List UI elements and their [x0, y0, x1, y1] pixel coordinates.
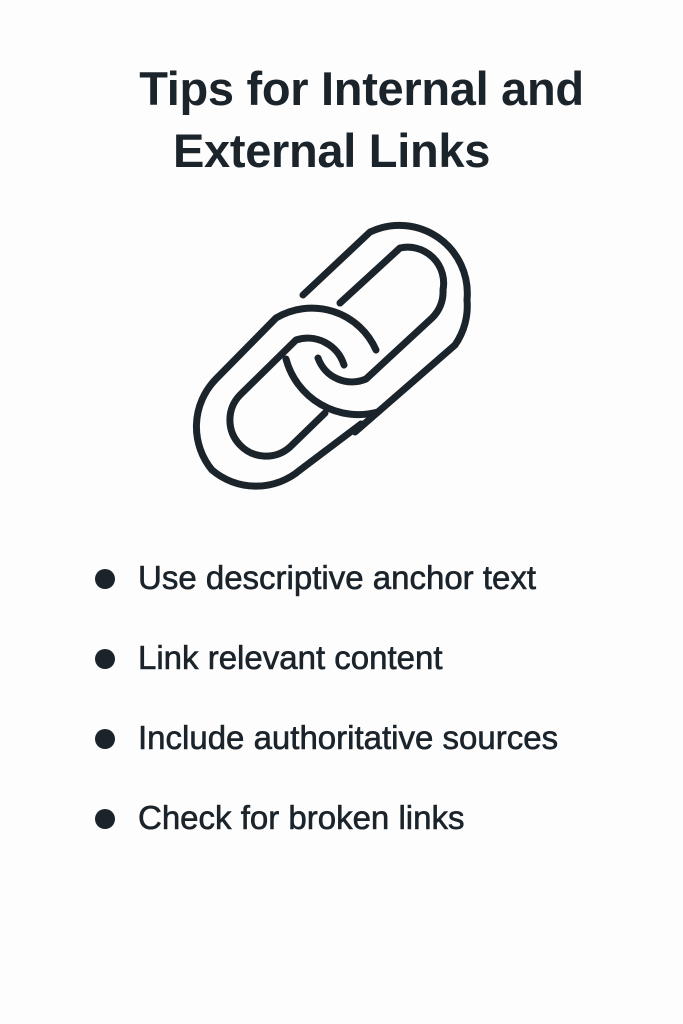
tip-text: Include authoritative sources — [138, 719, 559, 757]
link-upper-outer — [299, 221, 471, 436]
tip-text: Use descriptive anchor text — [138, 559, 537, 597]
tip-text: Link relevant content — [138, 639, 443, 677]
title-line-2: External Links — [172, 124, 491, 177]
chain-link-icon — [190, 220, 480, 500]
title-line-1: Tips for Internal and — [139, 62, 584, 115]
link-interlock-arc — [282, 355, 382, 419]
list-item: Check for broken links — [95, 796, 558, 876]
tip-text: Check for broken links — [138, 799, 465, 837]
page-title: Tips for Internal and External Links — [0, 58, 683, 182]
list-item: Use descriptive anchor text — [95, 556, 558, 636]
link-lower-outer — [192, 304, 380, 490]
bullet-icon — [95, 649, 115, 669]
list-item: Link relevant content — [95, 636, 558, 716]
list-item: Include authoritative sources — [95, 716, 558, 796]
link-upper-inner — [314, 243, 448, 386]
bullet-icon — [95, 729, 115, 749]
bullet-icon — [95, 809, 115, 829]
tips-list: Use descriptive anchor text Link relevan… — [95, 556, 558, 876]
link-lower-inner — [226, 334, 348, 460]
bullet-icon — [95, 569, 115, 589]
